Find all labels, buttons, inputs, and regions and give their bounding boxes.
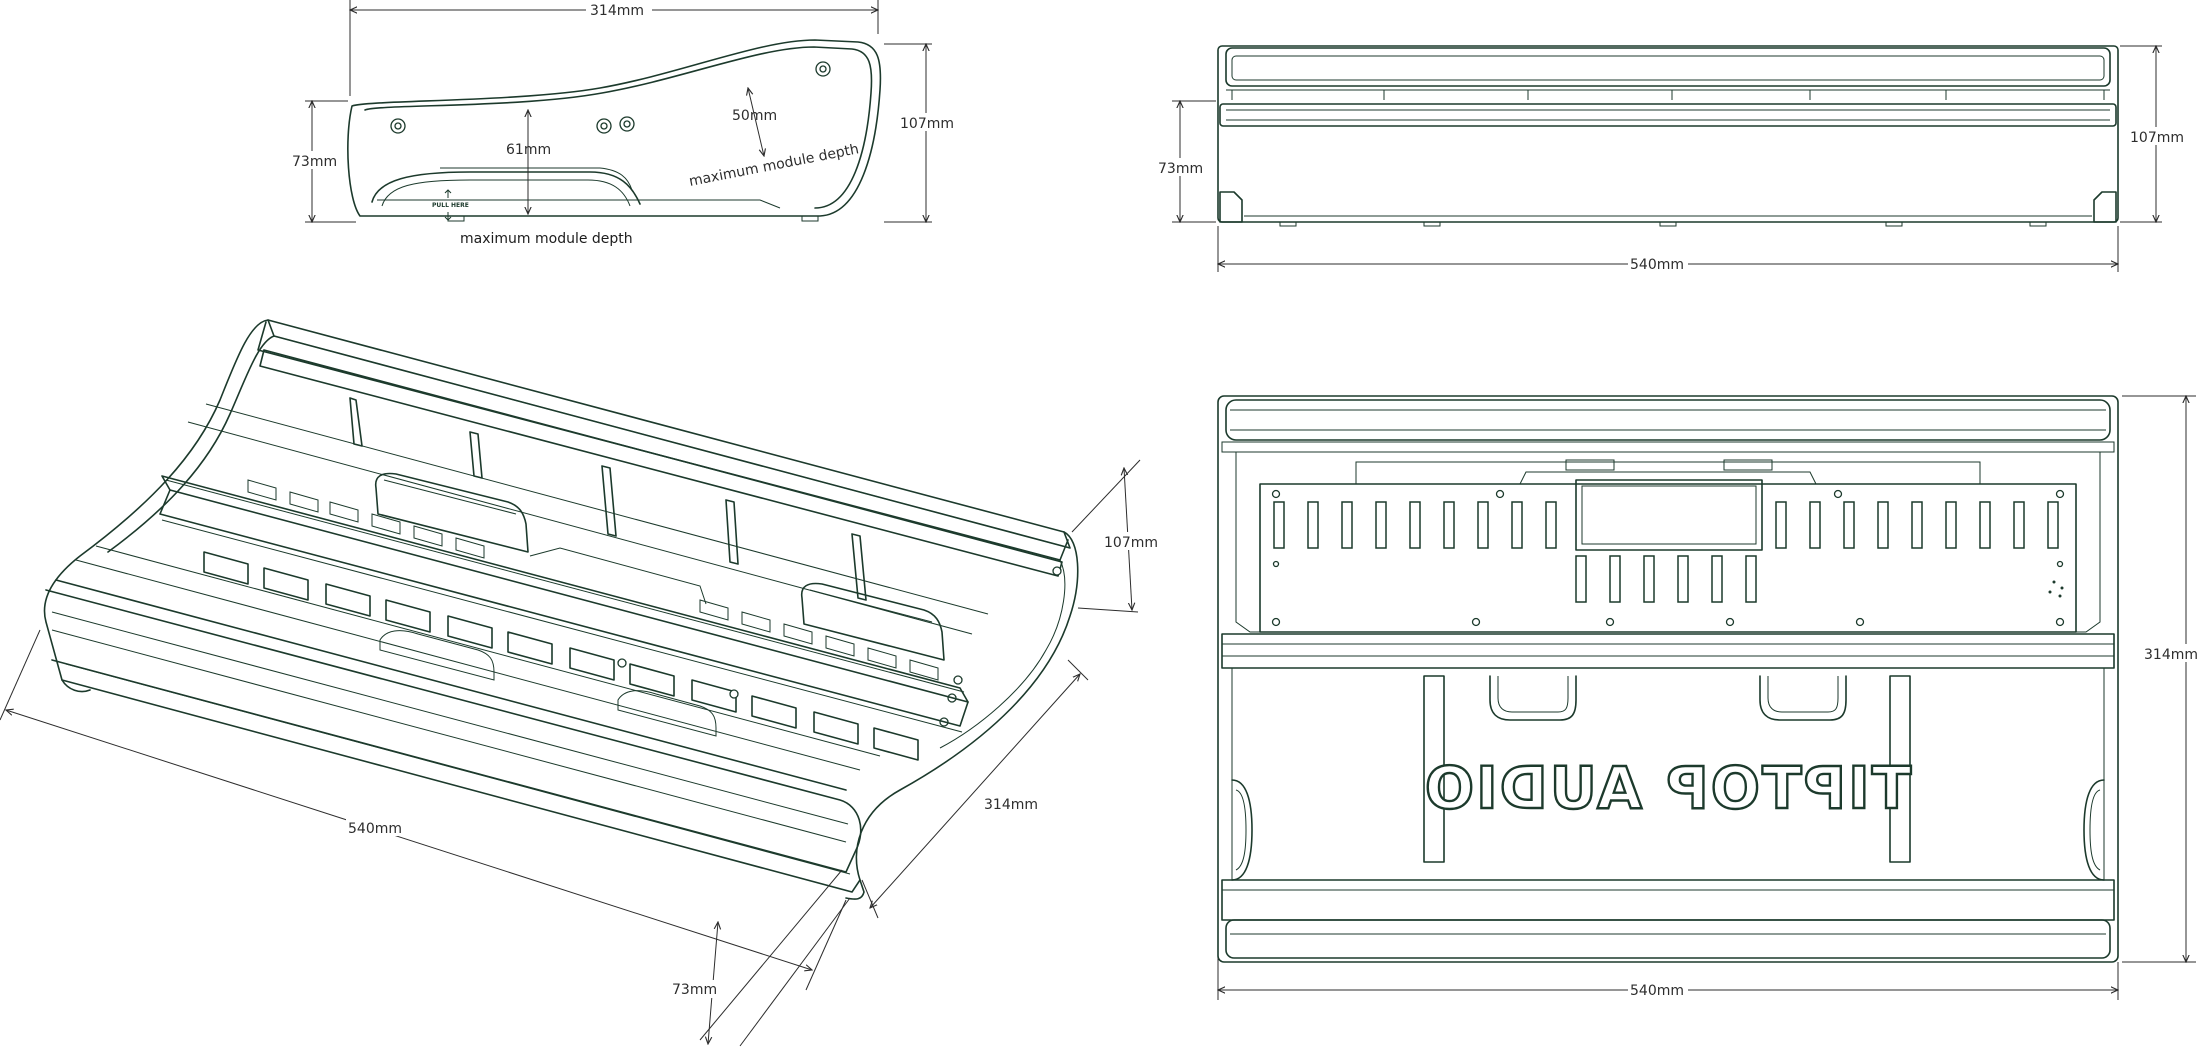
- depth-50-label: 50mm: [732, 108, 777, 124]
- max-depth-upper-label: maximum module depth: [688, 141, 861, 190]
- iso-width-label: 540mm: [348, 821, 402, 837]
- iso-height-label: 107mm: [1104, 535, 1158, 551]
- top-depth-label: 314mm: [2144, 647, 2198, 663]
- top-view-width-dimension: 540mm: [1218, 962, 2118, 1000]
- front-view: 73mm 107mm 540mm: [1156, 45, 2184, 273]
- screw-icon: [815, 61, 831, 77]
- logo-text: TIPTOP AUDIO: [1423, 754, 1911, 822]
- front-width-label: 540mm: [1630, 257, 1684, 273]
- screw-icon: [619, 116, 635, 132]
- side-width-label: 314mm: [590, 3, 644, 19]
- depth-61-label: 61mm: [506, 142, 551, 158]
- iso-view: 540mm 314mm 107mm 73mm: [0, 319, 1160, 1047]
- tiptop-audio-logo: TIPTOP AUDIO: [1422, 753, 1913, 823]
- side-front-height-label: 73mm: [292, 154, 337, 170]
- iso-front-height-label: 73mm: [672, 982, 717, 998]
- side-view: PULL HERE 61mm 50mm maximum module depth…: [290, 0, 954, 247]
- front-height-label: 107mm: [2130, 130, 2184, 146]
- lower-slot-tabs: [203, 551, 919, 761]
- top-view: TIPTOP AUDIO 314mm: [1217, 395, 2198, 968]
- top-width-label: 540mm: [1630, 983, 1684, 999]
- screw-icon: [390, 118, 406, 134]
- upper-slot-tabs: [247, 479, 939, 681]
- iso-depth-label: 314mm: [984, 797, 1038, 813]
- pull-here-label: PULL HERE: [432, 202, 469, 209]
- max-depth-lower-label: maximum module depth: [460, 231, 633, 247]
- screw-icon: [596, 118, 612, 134]
- front-front-height-label: 73mm: [1158, 161, 1203, 177]
- side-height-label: 107mm: [900, 116, 954, 132]
- top-view-slots: [1273, 501, 2059, 603]
